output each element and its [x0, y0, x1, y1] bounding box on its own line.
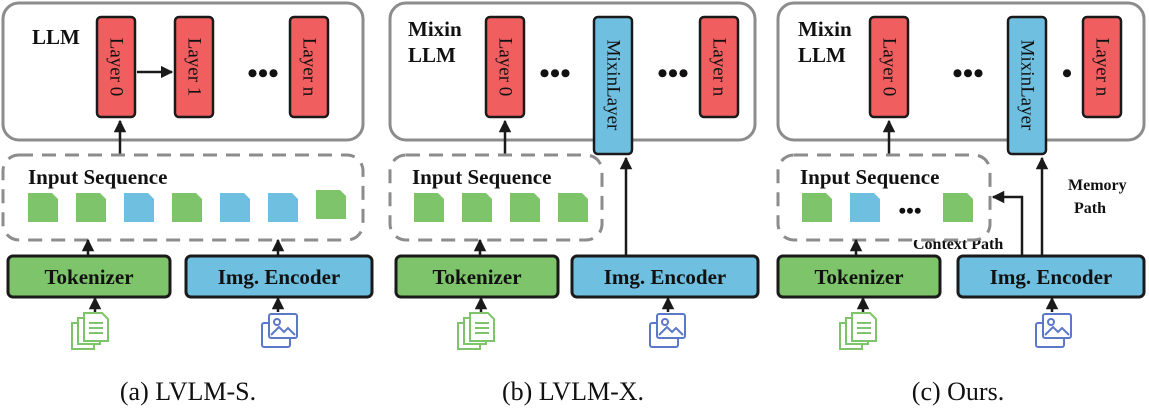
text-token [76, 193, 106, 222]
layers-ellipsis: ••• [952, 57, 984, 90]
mixin-layer-label: MixinLayer [603, 40, 624, 131]
document-icon [457, 312, 495, 350]
memory-path-label-line1: Memory [1068, 177, 1127, 194]
image-token [850, 193, 880, 222]
layer-0-label: Layer 0 [879, 38, 900, 97]
image-icon [261, 313, 298, 348]
layer-0 [868, 15, 910, 119]
tokenizer-label: Tokenizer [44, 265, 133, 289]
panel-a: LLM Layer 0 Layer 1 ••• Layer n Input Se… [1, 1, 374, 406]
llm-label: LLM [32, 25, 80, 49]
text-token [28, 193, 58, 222]
caption-c: (c) Ours. [912, 377, 1004, 406]
caption-a: (a) LVLM-S. [120, 377, 256, 406]
mixin-layer-label: MixinLayer [1017, 40, 1038, 131]
text-token [943, 193, 973, 222]
text-token [414, 193, 444, 222]
tokenizer-label: Tokenizer [814, 265, 903, 289]
layer-n-label: Layer n [709, 38, 730, 97]
text-token [172, 193, 202, 222]
layer-0 [484, 15, 526, 119]
layers-ellipsis: ••• [247, 57, 279, 90]
img-encoder-label: Img. Encoder [604, 265, 727, 289]
img-encoder-label: Img. Encoder [218, 265, 341, 289]
image-token [124, 193, 154, 222]
caption-b: (b) LVLM-X. [502, 377, 644, 406]
context-path-arrow [991, 190, 1024, 256]
token-row: ••• [802, 193, 973, 223]
layer-n [698, 15, 740, 119]
layer-0 [95, 15, 137, 119]
token-row [28, 190, 346, 222]
image-token [220, 193, 250, 222]
layers-ellipsis-right: ••• [657, 57, 689, 90]
layers-ellipsis-short: • [1062, 57, 1073, 90]
mixin-layer [1006, 15, 1048, 156]
text-token [462, 193, 492, 222]
tokenizer-label: Tokenizer [432, 265, 521, 289]
mixin-llm-label-line1: Mixin [798, 17, 852, 41]
memory-path-label-line2: Path [1074, 200, 1106, 217]
img-encoder-label: Img. Encoder [990, 265, 1113, 289]
text-token [316, 190, 346, 219]
context-path-label: Context Path [913, 236, 1003, 253]
text-token [802, 193, 832, 222]
layer-0-label: Layer 0 [106, 38, 127, 97]
mixin-llm-box [388, 1, 757, 142]
mixin-llm-label-line2: LLM [798, 43, 846, 67]
panel-c: Mixin LLM Layer 0 ••• MixinLayer • Layer… [776, 1, 1146, 406]
text-token [510, 193, 540, 222]
panel-b: Mixin LLM Layer 0 ••• MixinLayer ••• Lay… [388, 1, 760, 406]
layer-1 [173, 15, 215, 119]
mixin-layer [592, 15, 634, 156]
mixin-llm-label-line2: LLM [408, 43, 456, 67]
image-icon [1035, 313, 1072, 348]
input-sequence-label: Input Sequence [28, 165, 167, 189]
layer-n [288, 15, 330, 119]
document-icon [839, 312, 877, 350]
sequence-ellipsis: ••• [898, 198, 921, 223]
layer-1-label: Layer 1 [184, 38, 205, 97]
layers-ellipsis-left: ••• [539, 57, 571, 90]
layer-n [1081, 15, 1123, 119]
layer-0-label: Layer 0 [495, 38, 516, 97]
input-sequence-label: Input Sequence [800, 165, 939, 189]
layer-n-label: Layer n [299, 38, 320, 97]
token-row [414, 193, 588, 222]
text-token [558, 193, 588, 222]
image-token [268, 193, 298, 222]
image-icon [649, 313, 686, 348]
document-icon [71, 312, 109, 350]
layer-n-label: Layer n [1092, 38, 1113, 97]
mixin-llm-label-line1: Mixin [408, 17, 462, 41]
input-sequence-label: Input Sequence [412, 165, 551, 189]
